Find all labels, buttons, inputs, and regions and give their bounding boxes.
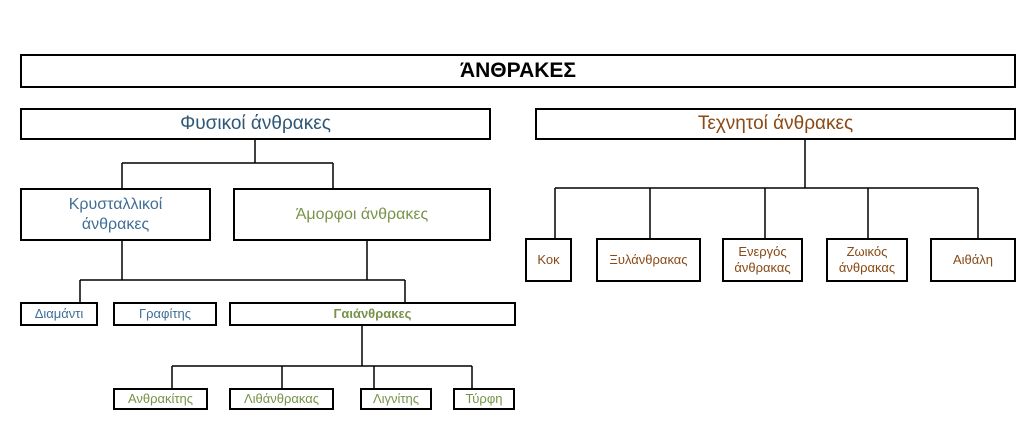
graphite-label: Γραφίτης [138, 305, 192, 321]
activated-carbon-label-line1: Ενεργός [738, 243, 787, 259]
amorphous-label: Άμορφοι άνθρακες [295, 205, 429, 223]
bituminous-coal-label: Λιθάνθρακας [243, 390, 320, 406]
node-artificial-carbons: Τεχνητοί άνθρακες [535, 108, 1016, 140]
node-charcoal: Ξυλάνθρακας [596, 238, 701, 282]
lignite-label: Λιγνίτης [372, 390, 420, 406]
node-peat: Τύρφη [453, 388, 515, 410]
animal-charcoal-label-line1: Ζωικός [846, 243, 888, 259]
crystalline-label-line2: άνθρακες [81, 215, 150, 233]
peat-label: Τύρφη [465, 390, 503, 406]
animal-charcoal-label-line2: άνθρακας [838, 260, 896, 275]
soot-label: Αιθάλη [952, 251, 994, 267]
activated-carbon-label-line2: άνθρακας [734, 260, 791, 275]
node-activated-carbon: Ενεργός άνθρακας [722, 238, 803, 282]
node-anthracite: Ανθρακίτης [113, 388, 208, 410]
node-natural-carbons: Φυσικοί άνθρακες [20, 108, 491, 140]
coke-label: Κοκ [537, 251, 560, 267]
node-coke: Κοκ [525, 238, 572, 282]
node-lignite: Λιγνίτης [360, 388, 432, 410]
diamond-label: Διαμάντι [34, 305, 84, 321]
node-coals: Γαιάνθρακες [229, 302, 516, 326]
node-animal-charcoal: Ζωικός άνθρακας [826, 238, 908, 282]
node-amorphous-carbons: Άμορφοι άνθρακες [233, 188, 491, 241]
crystalline-label-line1: Κρυσταλλικοί [68, 195, 163, 213]
root-node-carbons: ΆΝΘΡΑΚΕΣ [20, 54, 1016, 88]
charcoal-label: Ξυλάνθρακας [609, 251, 688, 267]
node-bituminous-coal: Λιθάνθρακας [229, 388, 334, 410]
node-soot: Αιθάλη [930, 238, 1016, 282]
natural-label: Φυσικοί άνθρακες [180, 113, 331, 135]
node-diamond: Διαμάντι [20, 302, 98, 326]
artificial-label: Τεχνητοί άνθρακες [697, 113, 854, 135]
root-label: ΆΝΘΡΑΚΕΣ [459, 58, 577, 82]
node-graphite: Γραφίτης [113, 302, 217, 326]
node-crystalline-carbons: Κρυσταλλικοί άνθρακες [20, 188, 211, 241]
coals-label: Γαιάνθρακες [333, 305, 412, 321]
anthracite-label: Ανθρακίτης [127, 390, 194, 406]
